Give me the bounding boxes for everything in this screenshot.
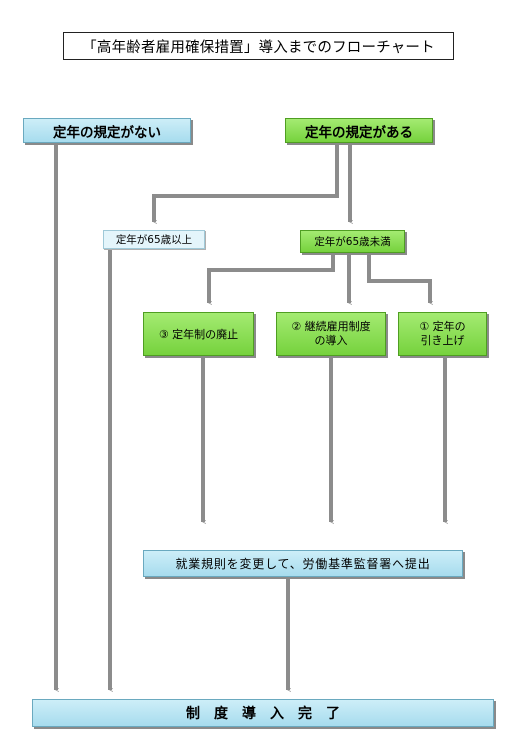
arrow-under65-to-abolish xyxy=(207,253,335,303)
continuous-line-2: の導入 xyxy=(314,334,348,347)
continuous-line-1: ② 継続雇用制度 xyxy=(291,320,371,333)
node-complete: 制 度 導 入 完 了 xyxy=(32,699,494,727)
node-continuous-employment: ② 継続雇用制度 の導入 xyxy=(276,312,386,356)
node-has-rule: 定年の規定がある xyxy=(285,118,433,143)
node-abolish: ③ 定年制の廃止 xyxy=(143,312,254,356)
node-submit: 就業規則を変更して、労働基準監督署へ提出 xyxy=(143,550,463,577)
node-age-under-65: 定年が65歳未満 xyxy=(300,230,405,253)
raise-line-1: ① 定年の xyxy=(419,320,466,333)
chart-title: 「高年齢者雇用確保措置」導入までのフローチャート xyxy=(63,32,454,60)
node-no-rule: 定年の規定がない xyxy=(23,118,191,143)
node-age-65-plus: 定年が65歳以上 xyxy=(103,230,205,249)
arrow-under65-to-raise xyxy=(367,253,430,303)
node-raise-age: ① 定年の 引き上げ xyxy=(398,312,487,356)
raise-line-2: 引き上げ xyxy=(420,334,465,347)
arrow-has-rule-to-65plus xyxy=(152,144,339,222)
